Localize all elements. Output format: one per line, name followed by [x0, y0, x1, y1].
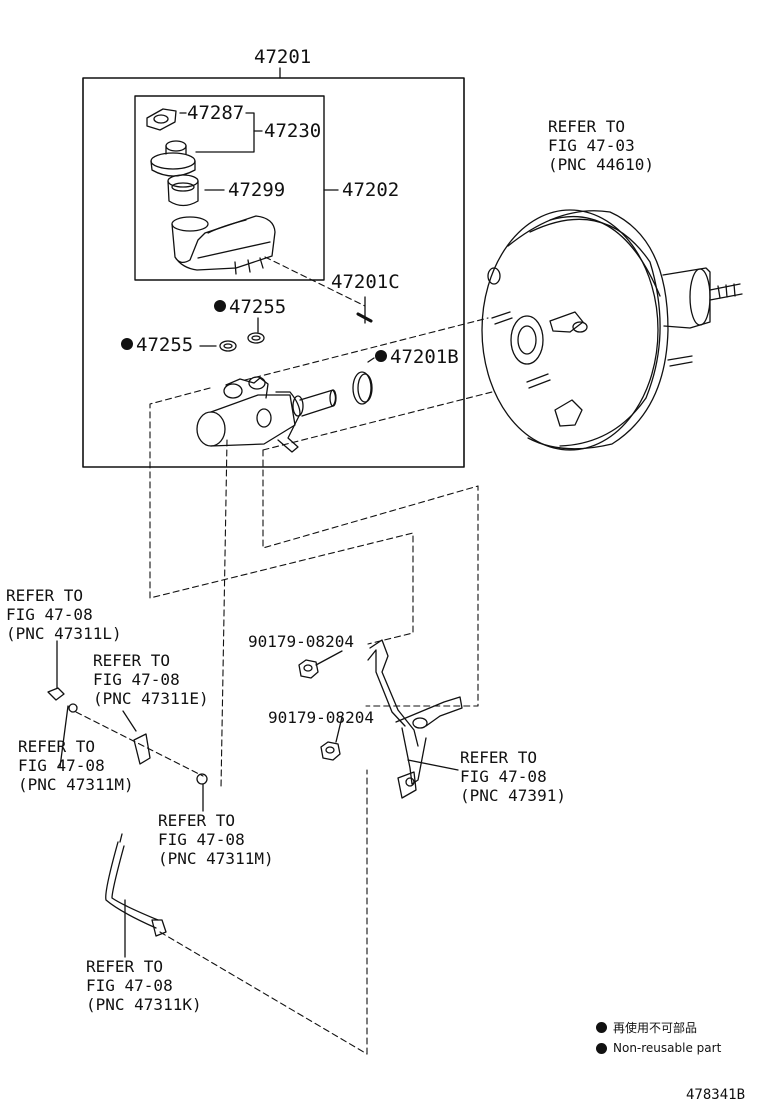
bracket-part — [367, 639, 463, 799]
part-number-47255-upper: 47255 — [214, 298, 286, 317]
reference-47311m-left[interactable]: REFER TO FIG 47-08 (PNC 47311M) — [18, 737, 134, 794]
legend-japanese: 再使用不可部品 — [596, 1019, 697, 1036]
grommets-part — [219, 332, 265, 352]
o-ring-part — [352, 371, 373, 405]
reference-booster[interactable]: REFER TO FIG 47-03 (PNC 44610) — [548, 117, 654, 174]
part-number-47255-lower: 47255 — [121, 336, 193, 355]
legend-english-text: Non-reusable part — [613, 1041, 722, 1055]
part-number-47230: 47230 — [264, 120, 322, 142]
part-number-47201b: 47201B — [375, 348, 459, 367]
filled-circle-icon — [121, 337, 133, 350]
assembly-frame — [82, 77, 465, 468]
part-number-47287: 47287 — [187, 102, 245, 124]
phantom-lines — [75, 256, 493, 1055]
part-number-text: 47255 — [136, 334, 194, 356]
legend-english: Non-reusable part — [596, 1041, 721, 1055]
cap-gasket-part — [146, 108, 177, 131]
flexible-hose-part — [105, 833, 167, 937]
nuts-part — [298, 659, 341, 761]
part-number-90179-08204-upper: 90179-08204 — [248, 632, 354, 651]
part-number-90179-08204-lower: 90179-08204 — [268, 708, 374, 727]
filled-circle-icon — [596, 1042, 607, 1054]
pin-part — [356, 312, 373, 323]
reference-47311l[interactable]: REFER TO FIG 47-08 (PNC 47311L) — [6, 586, 122, 643]
part-number-47201: 47201 — [254, 46, 312, 68]
leader-lines — [56, 67, 459, 958]
part-number-47299: 47299 — [228, 179, 286, 201]
part-number-text: 47255 — [229, 296, 287, 318]
reference-47391[interactable]: REFER TO FIG 47-08 (PNC 47391) — [460, 748, 566, 805]
legend-japanese-text: 再使用不可部品 — [613, 1021, 698, 1035]
filled-circle-icon — [214, 299, 226, 312]
filled-circle-icon — [375, 349, 387, 362]
part-number-text: 47201B — [390, 346, 459, 368]
brake-booster-part — [481, 209, 743, 451]
diagram-id: 478341B — [686, 1087, 746, 1103]
part-number-47202: 47202 — [342, 179, 400, 201]
master-cylinder-part — [196, 376, 337, 453]
reference-47311k[interactable]: REFER TO FIG 47-08 (PNC 47311K) — [86, 957, 202, 1014]
reservoir-tank-part — [171, 215, 276, 275]
reservoir-frame — [134, 95, 325, 281]
filled-circle-icon — [596, 1022, 607, 1033]
part-number-47201c: 47201C — [331, 271, 400, 293]
strainer-part — [167, 174, 199, 207]
small-hose-parts — [47, 687, 208, 785]
reference-47311e[interactable]: REFER TO FIG 47-08 (PNC 47311E) — [93, 651, 209, 708]
reference-47311m-center[interactable]: REFER TO FIG 47-08 (PNC 47311M) — [158, 811, 274, 868]
reservoir-cap-part — [150, 140, 196, 177]
